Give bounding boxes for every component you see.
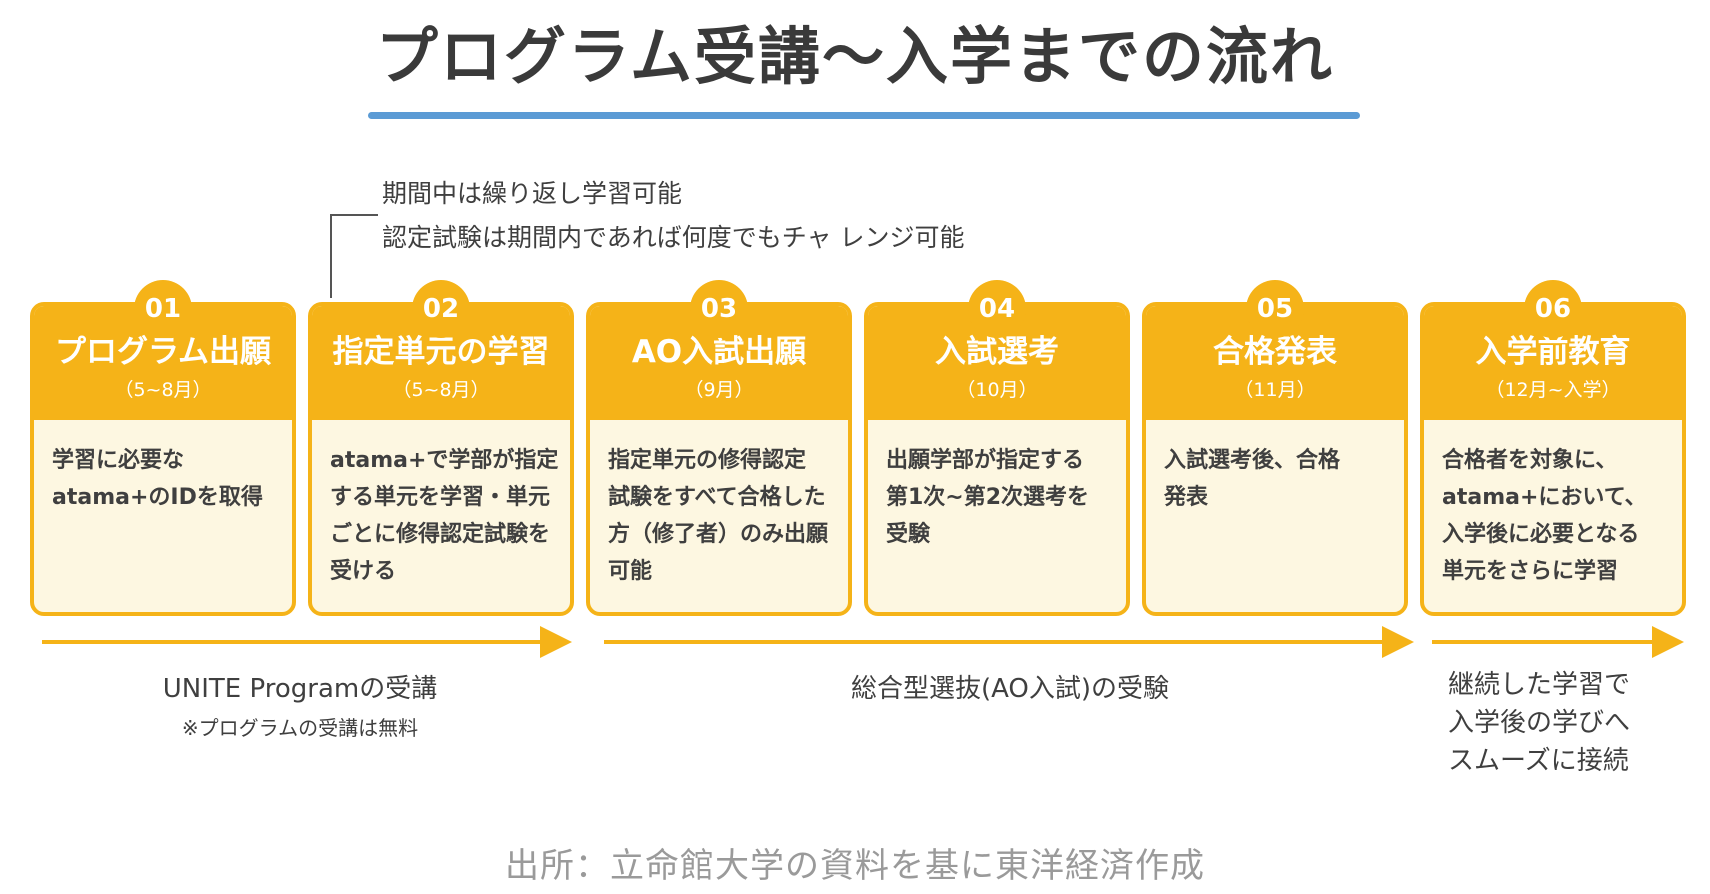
phase-arrow-program	[42, 626, 572, 658]
phase-arrow-ao-exam	[604, 626, 1414, 658]
step-number-badge: 05	[1246, 280, 1304, 338]
desc-line: 試験をすべて合格した	[608, 485, 826, 510]
step-period: （12月~入学）	[1485, 379, 1621, 401]
step-card-body: 合格発表 （11月） 入試選考後、合格 発表	[1142, 302, 1408, 616]
desc-line: atama+で学部が指定	[330, 448, 559, 473]
desc-line: atama+のIDを取得	[52, 485, 263, 510]
step-header: 指定単元の学習 （5~8月）	[312, 306, 570, 420]
note-connector-vertical	[330, 214, 332, 298]
step-number-badge: 03	[690, 280, 748, 338]
step-header: プログラム出願 （5~8月）	[34, 306, 292, 420]
step-card-06: 06 入学前教育 （12月~入学） 合格者を対象に、 atama+において、 入…	[1420, 280, 1686, 616]
step-title: 入学前教育	[1475, 334, 1631, 370]
step-title: 指定単元の学習	[332, 334, 550, 370]
note-connector-horizontal	[330, 214, 378, 216]
desc-line: する単元を学習・単元	[330, 485, 551, 510]
desc-line: 合格者を対象に、	[1442, 448, 1618, 473]
source-credit: 出所：立命館大学の資料を基に東洋経済作成	[505, 846, 1205, 886]
title-underline	[368, 112, 1360, 119]
page-title: プログラム受講〜入学までの流れ	[375, 20, 1335, 93]
step-card-01: 01 プログラム出願 （5~8月） 学習に必要な atama+のIDを取得	[30, 280, 296, 616]
continuation-line: 継続した学習で	[1448, 670, 1631, 700]
step-description: 指定単元の修得認定 試験をすべて合格した 方（修了者）のみ出願 可能	[590, 420, 848, 590]
phase-label-ao-exam: 総合型選抜(AO入試)の受験	[850, 674, 1170, 704]
step-period: （9月）	[684, 379, 754, 401]
step-period: （10月）	[956, 379, 1038, 401]
step-description: atama+で学部が指定 する単元を学習・単元 ごとに修得認定試験を 受ける	[312, 420, 570, 590]
phase-label-program: UNITE Programの受講	[162, 674, 438, 704]
step-card-body: 入試選考 （10月） 出願学部が指定する 第1次~第2次選考を 受験	[864, 302, 1130, 616]
desc-line: 第1次~第2次選考を	[886, 485, 1090, 510]
step-period: （11月）	[1234, 379, 1316, 401]
step-description: 合格者を対象に、 atama+において、 入学後に必要となる 単元をさらに学習	[1424, 420, 1682, 590]
step-card-body: プログラム出願 （5~8月） 学習に必要な atama+のIDを取得	[30, 302, 296, 616]
step-card-body: 指定単元の学習 （5~8月） atama+で学部が指定 する単元を学習・単元 ご…	[308, 302, 574, 616]
desc-line: 指定単元の修得認定	[608, 448, 807, 473]
desc-line: 出願学部が指定する	[886, 448, 1085, 473]
step-number-badge: 02	[412, 280, 470, 338]
step-card-03: 03 AO入試出願 （9月） 指定単元の修得認定 試験をすべて合格した 方（修了…	[586, 280, 852, 616]
step-description: 出願学部が指定する 第1次~第2次選考を 受験	[868, 420, 1126, 553]
note-line-1: 期間中は繰り返し学習可能	[382, 179, 683, 208]
note-line-2: 認定試験は期間内であれば何度でもチャ レンジ可能	[382, 223, 965, 252]
step-period: （5~8月）	[392, 379, 490, 401]
step-number-badge: 06	[1524, 280, 1582, 338]
desc-line: 方（修了者）のみ出願	[608, 522, 829, 547]
desc-line: 学習に必要な	[52, 448, 185, 473]
step-title: プログラム出願	[54, 334, 272, 370]
step-card-body: AO入試出願 （9月） 指定単元の修得認定 試験をすべて合格した 方（修了者）の…	[586, 302, 852, 616]
step-card-05: 05 合格発表 （11月） 入試選考後、合格 発表	[1142, 280, 1408, 616]
step-title: AO入試出願	[631, 334, 807, 370]
phase-note-program: ※プログラムの受講は無料	[181, 716, 419, 740]
desc-line: 発表	[1164, 485, 1209, 510]
desc-line: atama+において、	[1442, 485, 1647, 510]
desc-line: ごとに修得認定試験を	[330, 522, 551, 547]
learning-note: 期間中は繰り返し学習可能 認定試験は期間内であれば何度でもチャ レンジ可能	[382, 172, 964, 260]
desc-line: 可能	[608, 559, 653, 584]
step-number-badge: 04	[968, 280, 1026, 338]
continuation-line: スムーズに接続	[1448, 746, 1629, 776]
step-card-04: 04 入試選考 （10月） 出願学部が指定する 第1次~第2次選考を 受験	[864, 280, 1130, 616]
step-card-02: 02 指定単元の学習 （5~8月） atama+で学部が指定 する単元を学習・単…	[308, 280, 574, 616]
phase-arrow-pre-entry	[1432, 626, 1684, 658]
desc-line: 受ける	[330, 559, 397, 584]
phase-label-continuation: 継続した学習で 入学後の学びへ スムーズに接続	[1448, 666, 1630, 780]
step-title: 合格発表	[1213, 334, 1337, 370]
desc-line: 単元をさらに学習	[1442, 559, 1619, 584]
desc-line: 入試選考後、合格	[1164, 448, 1341, 473]
step-description: 入試選考後、合格 発表	[1146, 420, 1404, 516]
step-title: 入試選考	[935, 334, 1059, 370]
continuation-line: 入学後の学びへ	[1448, 708, 1631, 738]
step-card-body: 入学前教育 （12月~入学） 合格者を対象に、 atama+において、 入学後に…	[1420, 302, 1686, 616]
desc-line: 受験	[886, 522, 931, 547]
step-number-badge: 01	[134, 280, 192, 338]
step-description: 学習に必要な atama+のIDを取得	[34, 420, 292, 516]
desc-line: 入学後に必要となる	[1442, 522, 1640, 547]
step-period: （5~8月）	[114, 379, 212, 401]
